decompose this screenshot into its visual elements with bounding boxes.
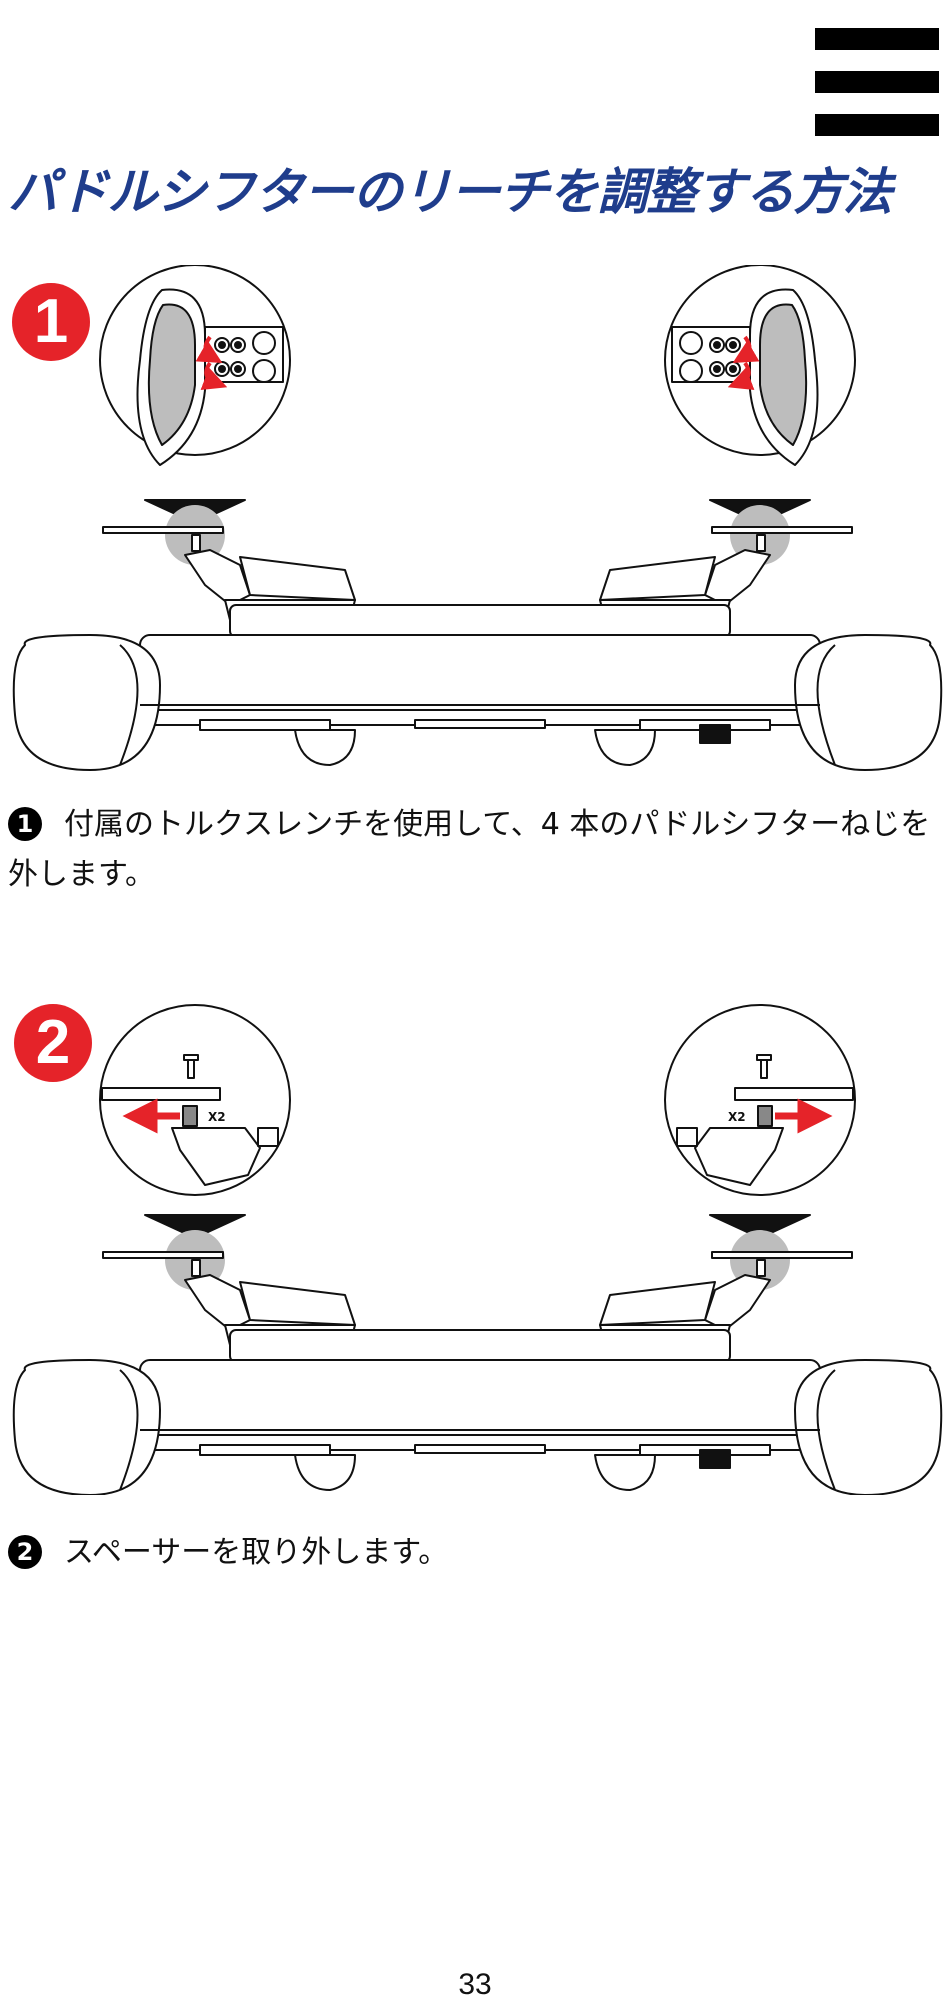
menu-bar-top [815, 28, 939, 50]
step-2-text: スペーサーを取り外します。 [64, 1535, 449, 1570]
right-zoom-callout [664, 265, 856, 524]
step-1-illustration [12, 265, 943, 771]
step-2-bullet-number: 2 [8, 1535, 42, 1569]
left-zoom-callout [99, 265, 291, 524]
menu-bar-middle [815, 71, 939, 93]
page-title: パドルシフターのリーチを調整する方法 [8, 163, 892, 221]
step-1-text: 付属のトルクスレンチを使用して、4 本のパドルシフターねじを外します。 [8, 807, 931, 892]
step-2-instruction: 2 スペーサーを取り外します。 [8, 1528, 943, 1578]
step-2-badge: 2 [14, 1004, 92, 1082]
left-spacer-callout: X2 [99, 1004, 291, 1239]
left-callout-label: X2 [208, 1110, 226, 1124]
step-1-bullet-number: 1 [8, 807, 42, 841]
right-spacer-callout: X2 [664, 1004, 856, 1239]
right-callout-label: X2 [728, 1110, 746, 1124]
page-number: 33 [458, 1968, 492, 2001]
menu-bar-bottom [815, 114, 939, 136]
step-1-badge: 1 [12, 283, 90, 361]
hamburger-menu-icon[interactable] [815, 28, 939, 136]
step-2-illustration: X2 X2 [12, 1004, 943, 1495]
